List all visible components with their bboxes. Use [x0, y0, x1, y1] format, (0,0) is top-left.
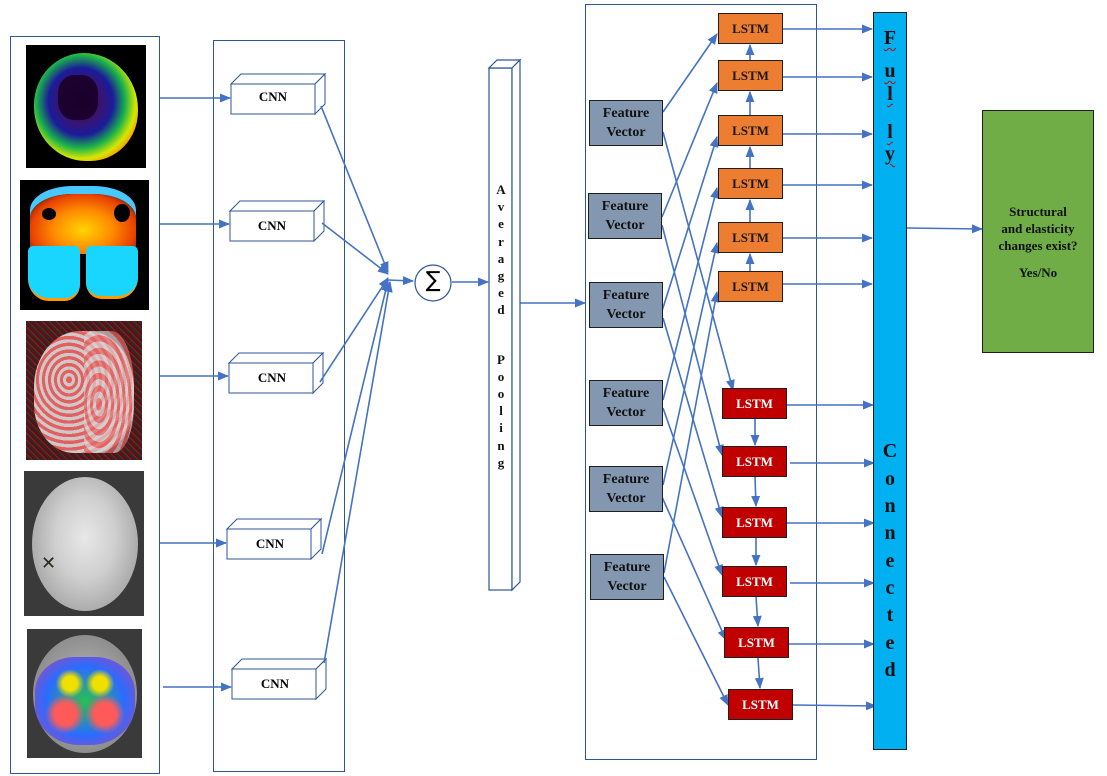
pooling-letter: e — [498, 216, 504, 232]
lstm-backward-4: LSTM — [722, 566, 787, 597]
lstm-forward-4: LSTM — [718, 168, 783, 199]
cnn-box-shape-2 — [228, 199, 326, 243]
pooling-letter: i — [499, 420, 503, 436]
pooling-letter: A — [496, 182, 506, 197]
pooling-letter: P — [497, 351, 505, 367]
lstm-frame — [585, 4, 817, 760]
brain-scan-red-wave-image — [26, 321, 142, 460]
cnn-box-shape-5 — [230, 657, 328, 701]
cnn-frame — [213, 40, 345, 772]
pooling-letter: a — [497, 250, 505, 266]
pooling-letter: n — [497, 437, 505, 453]
brain-scan-orange-blue-map — [20, 180, 149, 310]
connection-arrow — [321, 279, 390, 555]
brain-scan-overlay-heatmap — [27, 629, 142, 758]
input-images-frame — [10, 36, 160, 774]
sum-symbol: ∑ — [425, 268, 441, 293]
lstm-forward-6: LSTM — [718, 271, 783, 302]
fully-connected-layer: F u l l y C o n n e c t e d — [873, 12, 907, 750]
lstm-forward-3: LSTM — [718, 115, 783, 146]
connection-arrow — [792, 701, 878, 711]
connection-arrow — [752, 596, 762, 628]
connection-arrow — [323, 280, 393, 664]
averaged-pooling-column — [487, 58, 522, 592]
cnn-box-shape-1 — [229, 72, 327, 116]
connection-arrow — [321, 222, 389, 275]
output-decision-box: Structural and elasticity changes exist?… — [982, 110, 1094, 353]
connection-arrow — [663, 576, 729, 707]
pooling-letter: l — [499, 403, 503, 419]
pooling-letter: g — [497, 268, 505, 283]
connection-arrow — [661, 135, 719, 312]
lstm-forward-1: LSTM — [718, 13, 783, 44]
pooling-letter: r — [498, 233, 504, 249]
connection-arrow — [663, 290, 720, 574]
connection-arrow — [661, 224, 724, 457]
connection-arrow — [906, 224, 984, 234]
lstm-backward-2: LSTM — [722, 446, 787, 477]
lstm-backward-1: LSTM — [722, 388, 787, 419]
lstm-forward-5: LSTM — [718, 222, 783, 253]
pooling-letter: e — [498, 285, 504, 301]
connection-arrow — [754, 657, 764, 690]
connection-arrow — [387, 276, 415, 286]
lstm-backward-6: LSTM — [728, 689, 793, 720]
lstm-backward-5: LSTM — [724, 627, 789, 658]
cnn-box-shape-3 — [227, 351, 325, 395]
connection-arrow — [662, 407, 723, 577]
connection-arrow — [657, 487, 727, 642]
connection-arrow — [662, 241, 720, 486]
lstm-forward-2: LSTM — [718, 60, 783, 91]
x-marker-icon: ✕ — [41, 553, 57, 574]
connection-arrow — [662, 186, 719, 401]
cnn-box-shape-4 — [225, 517, 323, 561]
connection-arrow — [319, 277, 389, 383]
connection-arrow — [662, 131, 735, 392]
connection-arrow — [751, 476, 761, 508]
brain-scan-rainbow-elastogram — [26, 45, 146, 168]
lstm-backward-3: LSTM — [722, 507, 787, 538]
connection-arrow — [320, 105, 389, 274]
connection-arrow — [661, 81, 718, 218]
brain-scan-grayscale-mri: ✕ — [24, 471, 144, 616]
pooling-letter: o — [497, 386, 505, 401]
pooling-letter: v — [497, 199, 505, 215]
sum-node — [414, 264, 452, 302]
pooling-letter: o — [497, 368, 505, 384]
pooling-letter: d — [497, 302, 505, 318]
connection-arrow — [662, 317, 724, 519]
connection-arrow — [662, 33, 718, 113]
pooling-letter: g — [497, 454, 505, 470]
